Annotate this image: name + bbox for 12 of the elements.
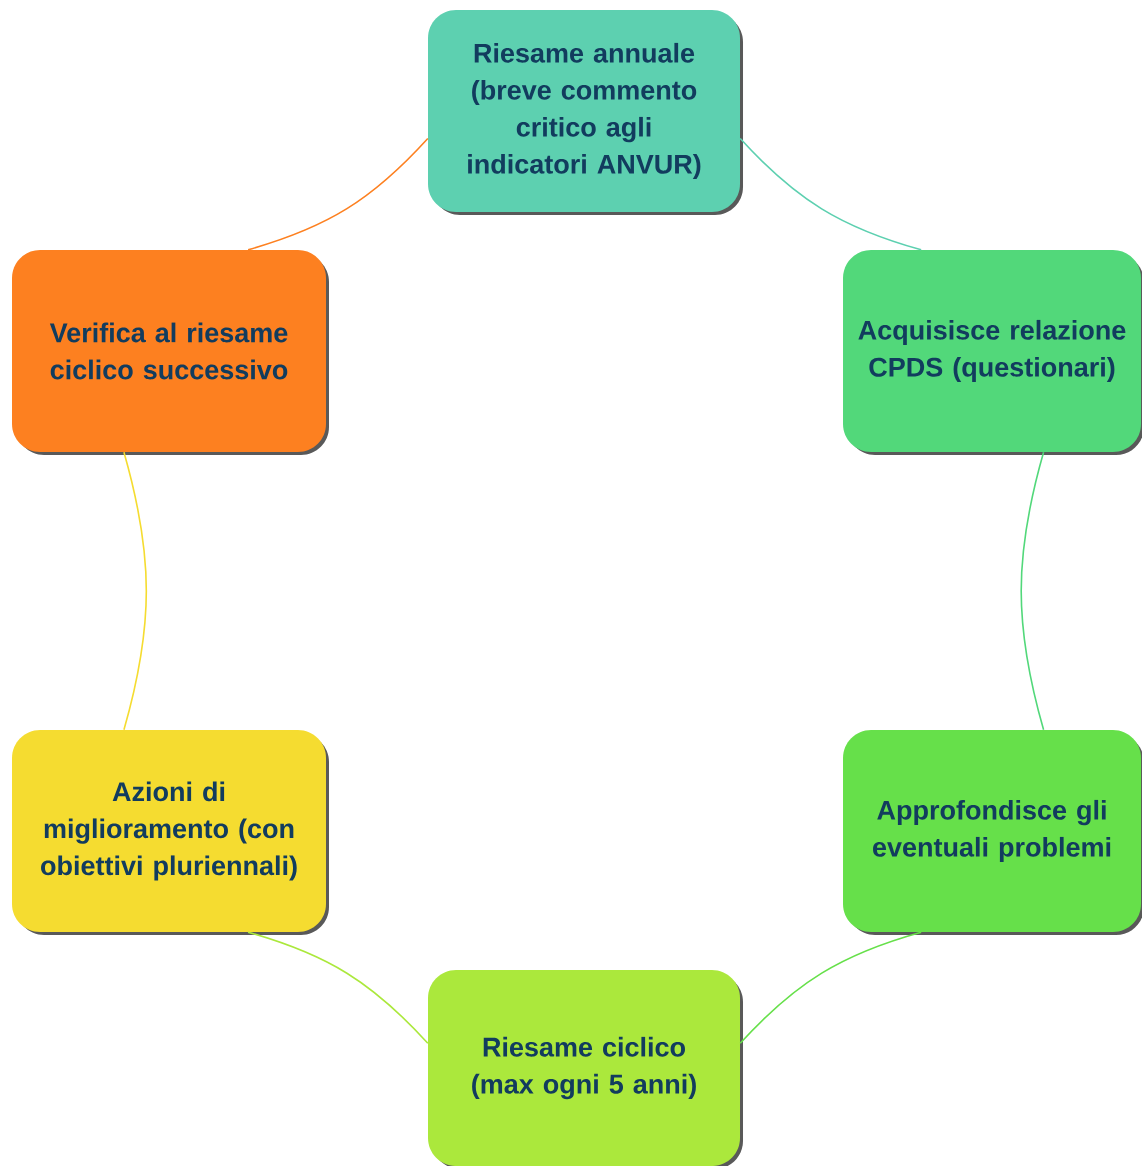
process-box: Riesame annuale (breve commento critico agli indicatori ANVUR) (428, 10, 743, 215)
process-box: Approfondisce gli eventuali problemi (843, 730, 1142, 935)
process-box: Acquisisce relazione CPDS (questionari) (843, 250, 1142, 455)
process-box: Azioni di miglioramento (con obiettivi pluriennali) (12, 730, 329, 935)
connector (247, 931, 429, 1045)
connector (123, 451, 148, 731)
connector (739, 137, 922, 251)
process-box: Verifica al riesame ciclico successivo (12, 250, 329, 455)
connector (739, 931, 922, 1045)
connector (247, 137, 429, 251)
connector (1020, 451, 1045, 731)
process-box: Riesame ciclico (max ogni 5 anni) (428, 970, 743, 1166)
